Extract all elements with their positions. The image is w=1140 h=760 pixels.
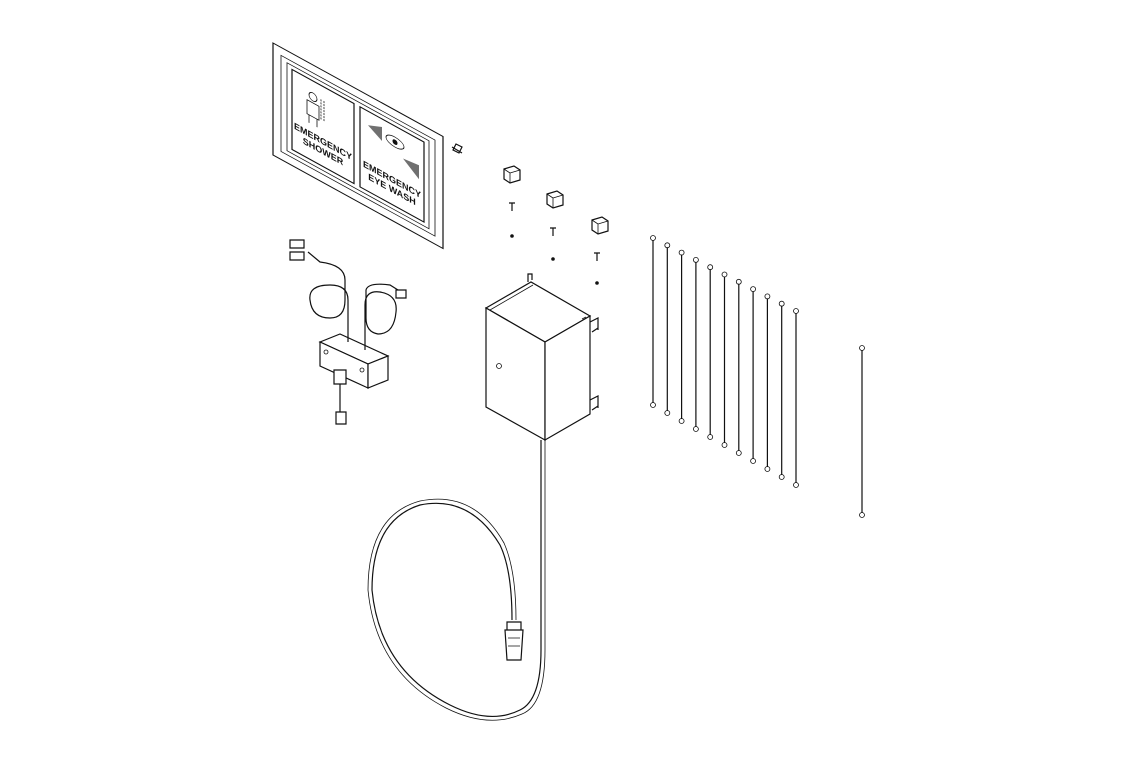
ground-cord — [793, 308, 799, 488]
ground-cord — [778, 300, 785, 480]
ground-cord — [721, 271, 728, 448]
ground-cords — [650, 235, 865, 518]
screws — [509, 202, 600, 285]
nozzle-caps — [503, 165, 609, 235]
ground-cord — [707, 264, 714, 440]
ground-cord — [750, 286, 756, 464]
ground-cord — [859, 345, 865, 518]
ground-cord — [650, 235, 656, 408]
control-enclosure — [484, 273, 599, 442]
sign-panel: EMERGENCY SHOWER EMERGENCY EYE WASH — [272, 42, 444, 250]
ground-cord — [764, 293, 771, 472]
door-latch-icon — [496, 363, 502, 369]
junction-box-assembly — [289, 239, 407, 425]
ground-cord — [735, 278, 742, 456]
power-cable — [367, 440, 546, 721]
ground-cord — [678, 249, 685, 424]
shower-person-icon — [306, 91, 325, 128]
eyewash-sign: EMERGENCY EYE WASH — [359, 105, 425, 223]
sign-screw — [451, 143, 463, 154]
ground-cord — [693, 256, 699, 432]
ground-cord — [664, 242, 671, 416]
